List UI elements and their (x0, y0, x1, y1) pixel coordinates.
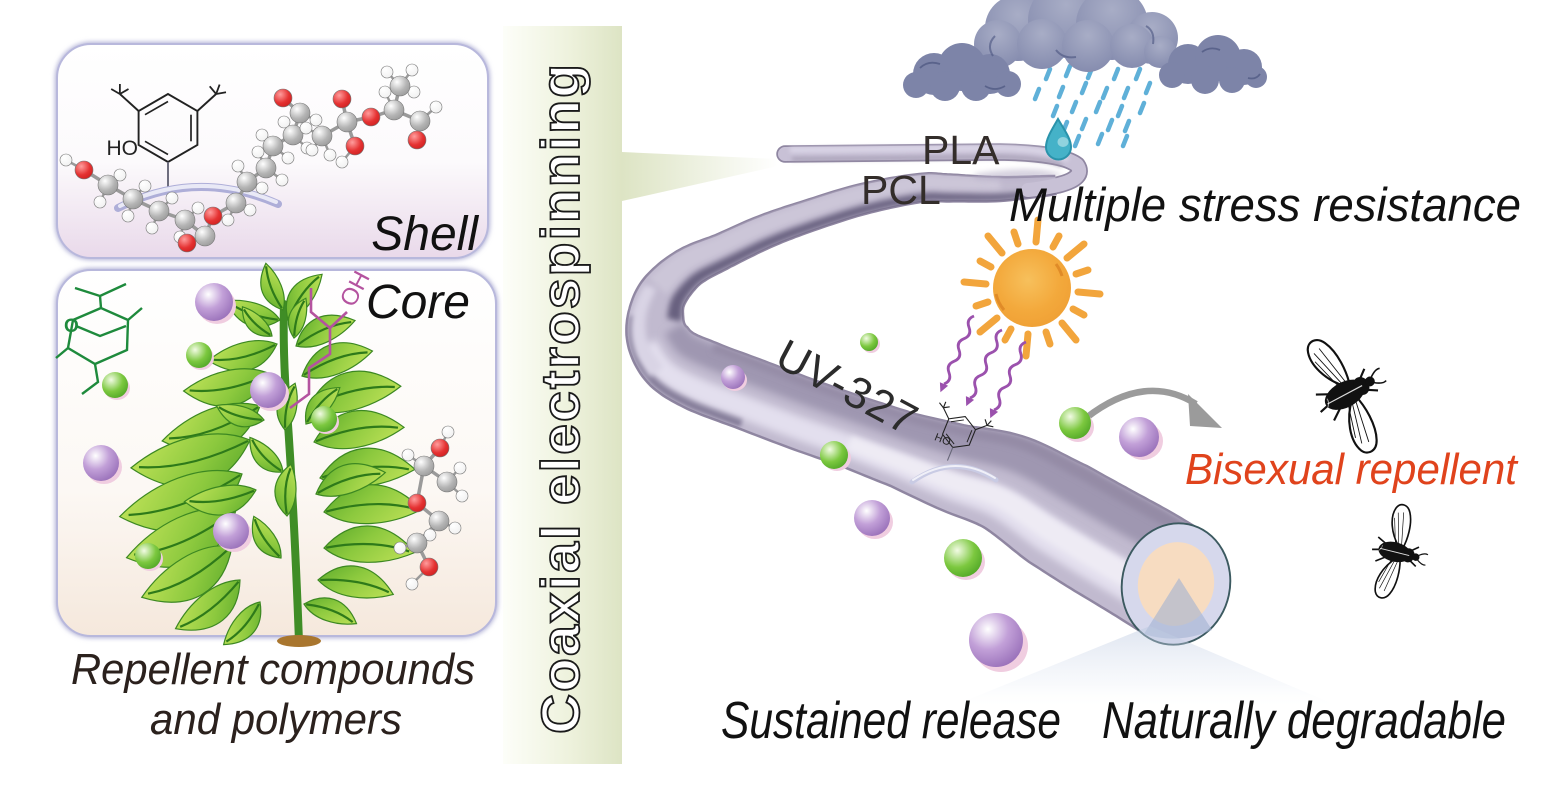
svg-text:Naturally degradable: Naturally degradable (1102, 692, 1506, 750)
svg-text:HO: HO (933, 431, 953, 448)
svg-text:Bisexual repellent: Bisexual repellent (1185, 445, 1519, 494)
svg-text:Sustained release: Sustained release (721, 692, 1061, 750)
svg-text:HO: HO (107, 137, 139, 160)
svg-text:PCL: PCL (861, 167, 941, 213)
svg-text:Multiple stress resistance: Multiple stress resistance (1009, 178, 1521, 231)
svg-text:Core: Core (366, 276, 470, 329)
svg-text:PLA: PLA (922, 127, 1000, 173)
svg-text:Coaxial electrospinning: Coaxial electrospinning (531, 62, 591, 734)
svg-text:and polymers: and polymers (150, 695, 402, 744)
svg-text:Repellent compounds: Repellent compounds (71, 645, 475, 694)
svg-text:Shell: Shell (371, 208, 479, 261)
svg-text:O: O (64, 316, 79, 337)
